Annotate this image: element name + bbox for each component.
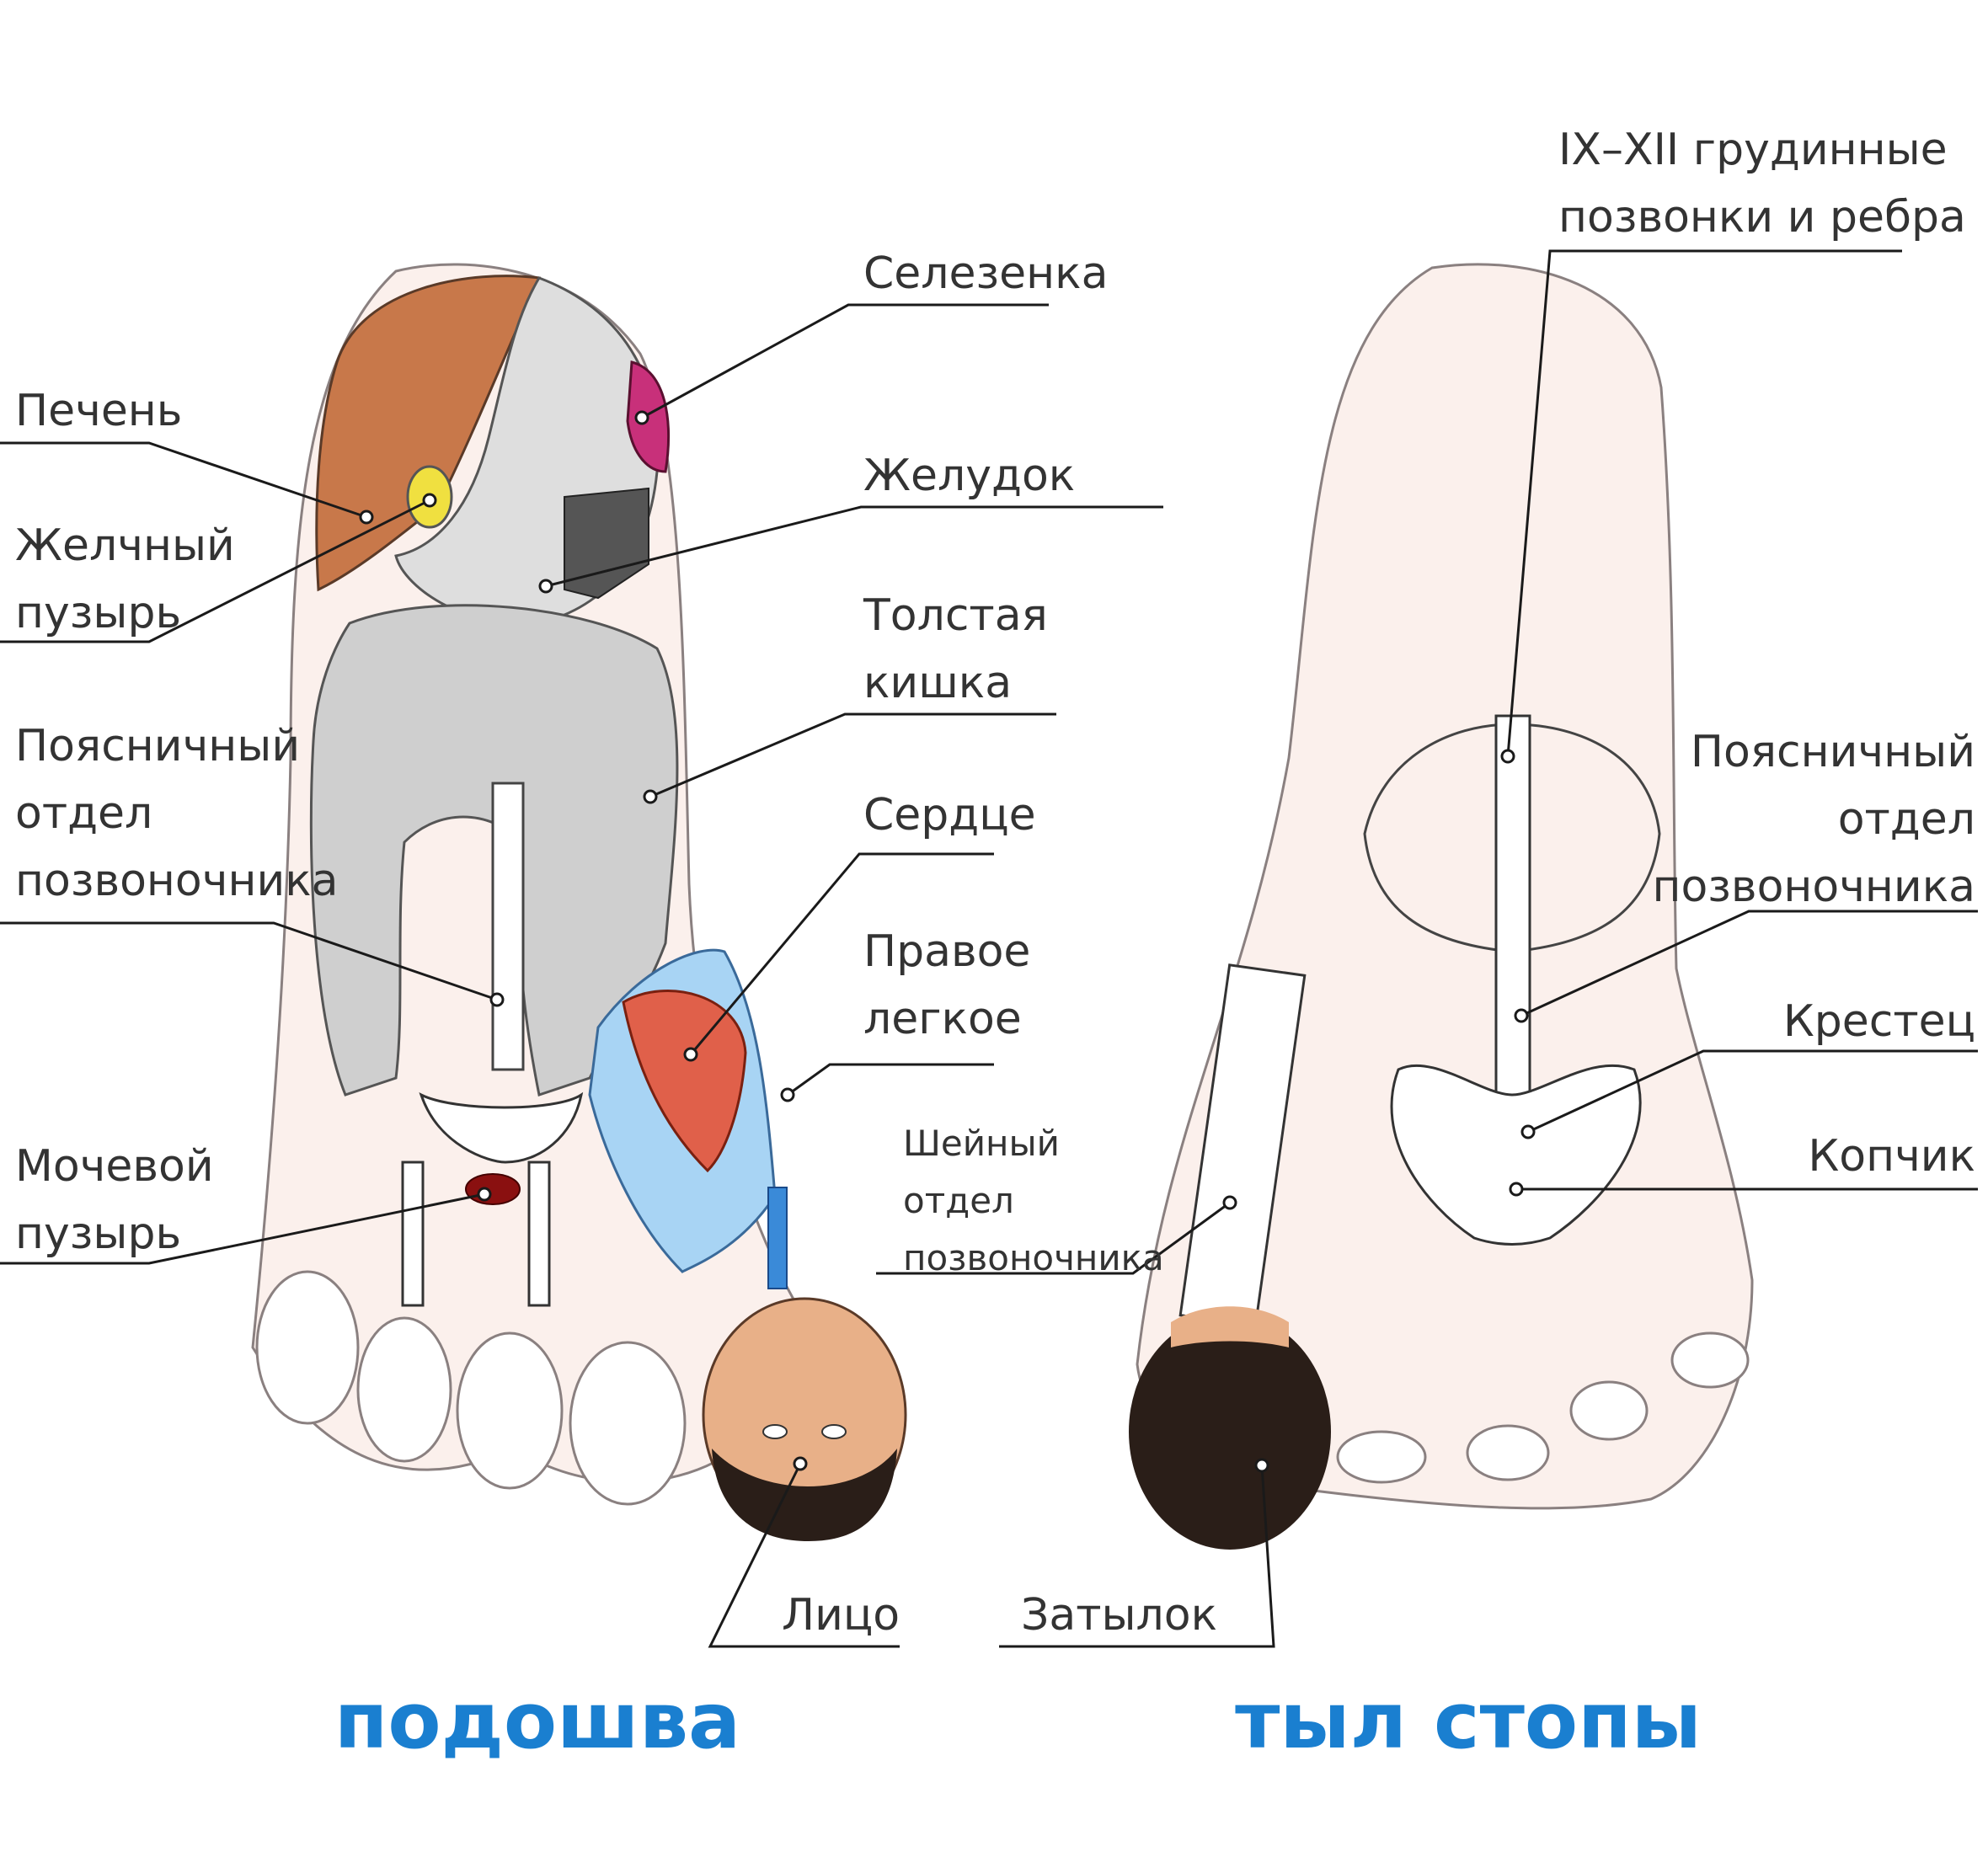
label-lumbar-left-1: Поясничный — [15, 721, 300, 771]
dot-spleen — [634, 410, 649, 425]
dot-heart — [683, 1047, 698, 1062]
dot-coccyx — [1509, 1182, 1524, 1197]
leader-thoracic — [1506, 249, 1902, 757]
dot-right-lung — [780, 1087, 795, 1102]
dot-colon — [643, 789, 658, 804]
sole-toe-2 — [356, 1316, 452, 1463]
dorsum-toe-2 — [1466, 1424, 1550, 1481]
leader-bladder — [0, 1193, 485, 1265]
sole-toe-3 — [456, 1331, 564, 1490]
bladder-organ — [465, 1173, 521, 1205]
leader-lines — [0, 249, 1978, 1648]
label-coccyx: Копчик — [1808, 1131, 1975, 1182]
dorsum-pelvis — [1390, 1064, 1642, 1246]
label-bladder-1: Мочевой — [15, 1141, 214, 1192]
dot-liver — [359, 510, 374, 525]
dot-lumbar-left — [489, 992, 505, 1007]
dorsum-toe-4 — [1670, 1331, 1750, 1389]
leader-lumbar-right — [1520, 910, 1978, 1017]
dorsum-toe-1 — [1336, 1430, 1427, 1484]
label-occiput: Затылок — [1021, 1590, 1217, 1641]
sole-spine — [491, 782, 525, 1071]
label-stomach: Желудок — [863, 451, 1075, 501]
dorsum-foot — [1129, 263, 1754, 1550]
trachea — [767, 1187, 788, 1289]
leader-right-lung — [787, 1063, 994, 1097]
label-right-lung-1: Правое — [863, 926, 1030, 977]
sole-femur-right — [527, 1161, 551, 1307]
dot-bladder — [477, 1187, 492, 1202]
label-colon-2: кишка — [863, 658, 1012, 708]
caption-sole: подошва — [334, 1676, 740, 1766]
label-lumbar-right-2: отдел — [1838, 794, 1975, 845]
marker-dots — [359, 410, 1536, 1473]
label-thoracic-2: позвонки и ребра — [1558, 192, 1966, 243]
leader-heart — [689, 852, 994, 1055]
label-cervical-2: отдел — [903, 1180, 1014, 1221]
label-sacrum: Крестец — [1783, 996, 1975, 1047]
leader-cervical — [876, 1201, 1231, 1275]
dot-thoracic — [1500, 749, 1515, 764]
sole-pelvis — [419, 1091, 584, 1164]
sole-femur-left — [401, 1161, 425, 1307]
dot-cervical — [1222, 1195, 1237, 1210]
leader-occiput — [999, 1465, 1275, 1648]
leader-stomach — [545, 505, 1163, 588]
label-right-lung-2: легкое — [863, 994, 1022, 1044]
stomach-inner — [564, 487, 649, 600]
dot-occiput — [1254, 1458, 1269, 1473]
dot-lumbar-right — [1514, 1008, 1529, 1023]
dorsum-toe-3 — [1569, 1380, 1649, 1441]
labels: Печень Желчный пузырь Поясничный отдел п… — [15, 125, 1975, 1641]
label-liver: Печень — [15, 386, 182, 436]
dot-gallbladder — [422, 493, 437, 508]
leader-liver — [0, 441, 367, 519]
leader-face — [708, 1463, 900, 1648]
dot-face — [793, 1456, 808, 1471]
label-lumbar-left-3: позвоночника — [15, 856, 339, 906]
heart-organ — [622, 990, 747, 1173]
sole-toe-4 — [569, 1341, 687, 1506]
dorsum-spine — [1494, 714, 1531, 1105]
leader-spleen — [641, 303, 1049, 419]
label-cervical-3: позвоночника — [903, 1237, 1164, 1278]
dorsum-ribcage — [1363, 723, 1661, 953]
leader-gallbladder — [0, 499, 430, 643]
label-face: Лицо — [782, 1590, 900, 1641]
label-colon-1: Толстая — [863, 590, 1048, 641]
label-lumbar-right-3: позвоночника — [1652, 862, 1975, 912]
dot-stomach — [538, 579, 553, 594]
occiput-head — [1129, 1306, 1331, 1550]
sole-foot — [251, 263, 907, 1541]
label-thoracic-1: IX–XII грудинные — [1558, 125, 1948, 175]
label-spleen: Селезенка — [863, 248, 1108, 299]
caption-dorsum: тыл стопы — [1235, 1676, 1702, 1766]
label-bladder-2: пузырь — [15, 1209, 181, 1259]
label-lumbar-left-2: отдел — [15, 788, 152, 839]
sole-toe-1 — [255, 1270, 360, 1425]
label-cervical-1: Шейный — [903, 1123, 1060, 1164]
label-gallbladder-2: пузырь — [15, 588, 181, 638]
leader-lumbar-left — [0, 921, 498, 1001]
label-gallbladder-1: Желчный — [15, 520, 235, 571]
leader-colon — [649, 712, 1056, 798]
dot-sacrum — [1520, 1124, 1536, 1139]
label-heart: Сердце — [863, 790, 1036, 840]
face-head — [702, 1297, 907, 1541]
label-lumbar-right-1: Поясничный — [1691, 727, 1975, 777]
leader-sacrum — [1527, 1049, 1978, 1134]
